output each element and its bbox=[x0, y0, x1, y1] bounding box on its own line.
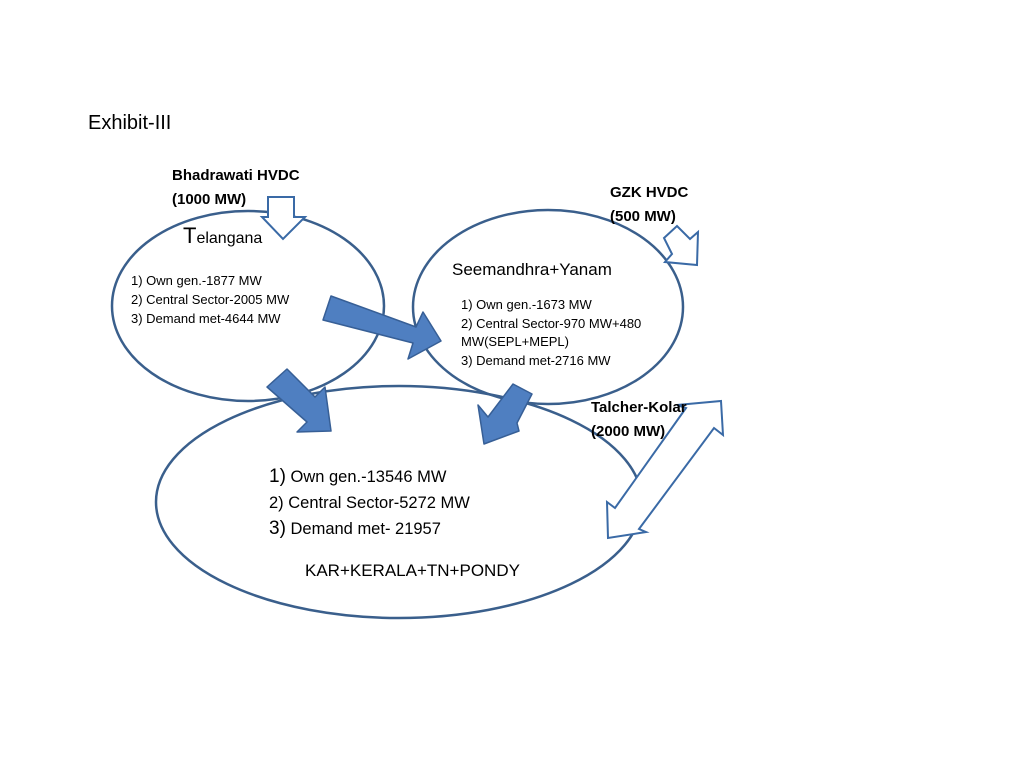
exhibit-title: Exhibit-III bbox=[88, 112, 172, 134]
gzk-hvdc-label: GZK HVDC (500 MW) bbox=[610, 181, 688, 229]
talcher-kolar-label: Talcher-Kolar (2000 MW) bbox=[591, 396, 687, 444]
south-stat-demand-met-text: Demand met- 21957 bbox=[285, 520, 441, 538]
bhadrawati-hvdc-label: Bhadrawati HVDC (1000 MW) bbox=[172, 164, 300, 212]
flow-arrow-telangana-to-south bbox=[266, 368, 332, 433]
south-stat-own-gen: 1) Own gen.-13546 MW bbox=[269, 464, 470, 490]
south-region-title: KAR+KERALA+TN+PONDY bbox=[305, 561, 520, 580]
seemandhra-title: Seemandhra+Yanam bbox=[452, 260, 612, 279]
bhadrawati-import-arrow bbox=[259, 196, 308, 241]
south-stat-central-sector-text: 2) Central Sector-5272 MW bbox=[269, 494, 470, 512]
south-stat-own-gen-text: Own gen.-13546 MW bbox=[285, 468, 447, 486]
south-stat-demand-met: 3) Demand met- 21957 bbox=[269, 516, 470, 542]
south-stat-own-gen-num: 1) bbox=[269, 466, 286, 487]
south-stat-central-sector: 2) Central Sector-5272 MW bbox=[269, 490, 470, 516]
telangana-stat-own-gen: 1) Own gen.-1877 MW bbox=[131, 273, 262, 288]
talcher-kolar-name: Talcher-Kolar bbox=[591, 399, 687, 416]
seemandhra-stat-demand-met: 3) Demand met-2716 MW bbox=[461, 352, 611, 368]
telangana-title-initial: T bbox=[183, 223, 197, 248]
flow-arrow-seemandhra-to-south bbox=[477, 383, 533, 445]
flow-arrow-telangana-to-seemandhra bbox=[322, 295, 442, 360]
gzk-hvdc-capacity: (500 MW) bbox=[610, 208, 676, 225]
telangana-title: Telangana bbox=[183, 225, 262, 247]
seemandhra-stat-central-sector: 2) Central Sector-970 MW+480 bbox=[461, 315, 642, 331]
telangana-stat-demand-met: 3) Demand met-4644 MW bbox=[131, 311, 281, 326]
telangana-title-rest: elangana bbox=[196, 230, 263, 247]
bhadrawati-hvdc-capacity: (1000 MW) bbox=[172, 191, 247, 208]
talcher-kolar-double-arrow bbox=[605, 399, 725, 540]
south-stat-demand-met-num: 3) bbox=[269, 518, 286, 539]
talcher-kolar-capacity: (2000 MW) bbox=[591, 423, 666, 440]
seemandhra-stat-central-sector-cont: MW(SEPL+MEPL) bbox=[461, 334, 569, 349]
gzk-hvdc-name: GZK HVDC bbox=[610, 184, 689, 201]
seemandhra-stats: 1) Own gen.-1673 MW 2) Central Sector-97… bbox=[461, 296, 641, 370]
gzk-import-arrow bbox=[662, 224, 700, 267]
bhadrawati-hvdc-name: Bhadrawati HVDC bbox=[172, 167, 300, 184]
telangana-region-ellipse bbox=[110, 209, 386, 403]
south-stats: 1) Own gen.-13546 MW 2) Central Sector-5… bbox=[269, 464, 470, 542]
telangana-stat-central-sector: 2) Central Sector-2005 MW bbox=[131, 292, 290, 307]
seemandhra-region-ellipse bbox=[411, 208, 685, 406]
telangana-stats: 1) Own gen.-1877 MW 2) Central Sector-20… bbox=[131, 271, 289, 328]
seemandhra-stat-own-gen: 1) Own gen.-1673 MW bbox=[461, 297, 592, 312]
